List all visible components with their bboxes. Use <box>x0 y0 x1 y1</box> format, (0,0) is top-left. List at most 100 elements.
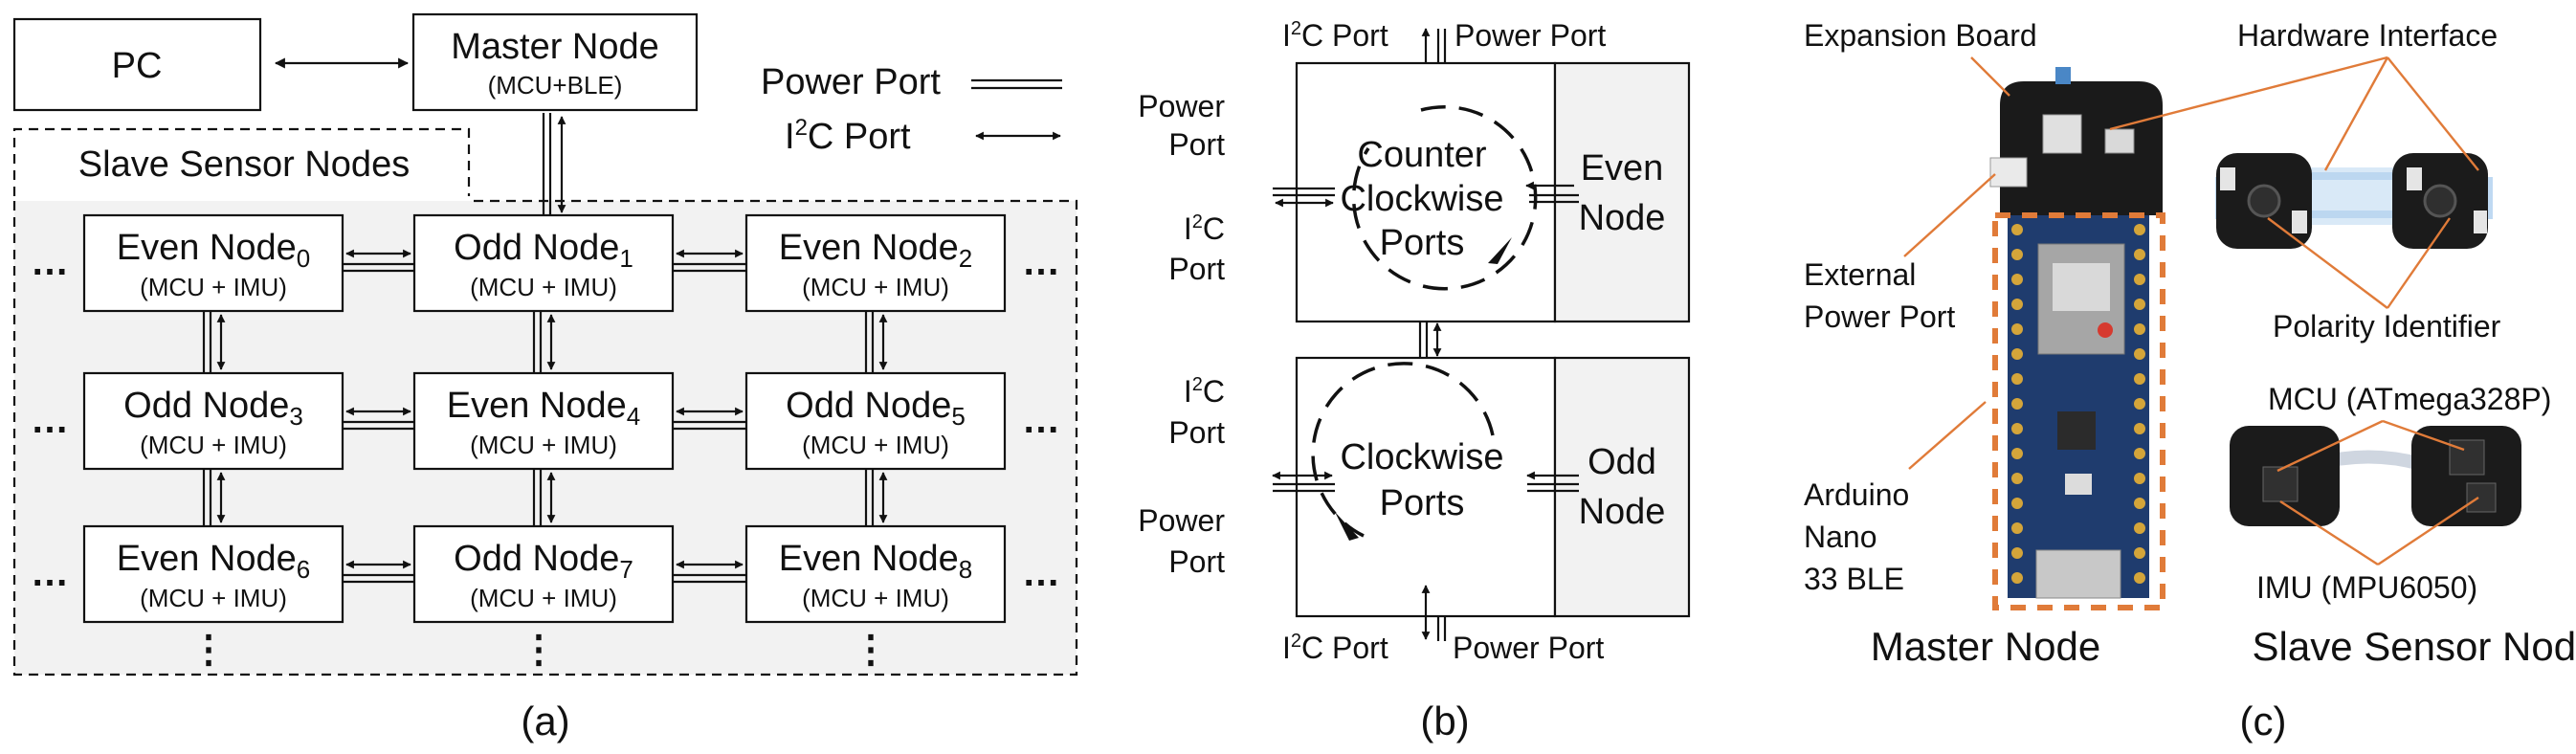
panel-b: I2C Port Power Port Even Node Power Port… <box>1138 18 1691 743</box>
left-i2c-label-bottom: I2C <box>1184 374 1225 409</box>
ellipsis-left: … <box>31 552 69 594</box>
master-node-caption: Master Node <box>1871 624 2100 669</box>
left-port-label-bottom: Port <box>1168 415 1225 450</box>
cw-arrowhead <box>1335 512 1359 541</box>
panel-a: PC Master Node (MCU+BLE) Power Port I2C … <box>12 12 1078 743</box>
link-v <box>202 469 226 526</box>
slave-node-sub: (MCU + IMU) <box>140 273 287 301</box>
pin <box>2134 299 2145 310</box>
pin <box>2134 572 2145 584</box>
slave-node-title: Odd Node7 <box>454 539 633 584</box>
slave-node-sub: (MCU + IMU) <box>470 584 617 612</box>
ellipsis-down: ⋮ <box>189 629 228 671</box>
pin <box>2134 423 2145 434</box>
slave-node-title: Odd Node3 <box>123 386 303 431</box>
counter-label: Counter <box>1357 135 1487 175</box>
slave-node-6: Even Node6(MCU + IMU) <box>82 524 344 624</box>
ports-label-top: Ports <box>1380 223 1465 263</box>
pin <box>2134 348 2145 360</box>
even-node-left-box <box>1295 61 1557 323</box>
link-v <box>864 469 888 526</box>
slave-node-sub: (MCU + IMU) <box>802 431 949 459</box>
pin <box>2011 547 2023 559</box>
bottom-i2c-port-label: I2C Port <box>1282 631 1388 665</box>
pin <box>2134 249 2145 260</box>
ccw-arrowhead <box>1488 237 1512 264</box>
top-i2c-port-label: I2C Port <box>1282 18 1388 53</box>
expansion-board-label: Expansion Board <box>1804 18 2037 53</box>
legend-power-label: Power Port <box>761 62 941 102</box>
ellipsis-down: ⋮ <box>520 629 558 671</box>
pin <box>2011 224 2023 235</box>
pin <box>2011 398 2023 410</box>
pin <box>2011 274 2023 285</box>
ellipsis-left: … <box>31 241 69 283</box>
arduino-board-photo <box>1989 67 2165 610</box>
hardware-interface-label: Hardware Interface <box>2237 18 2498 53</box>
pin <box>2134 448 2145 459</box>
pin <box>2134 547 2145 559</box>
slave-node-title: Even Node6 <box>117 539 310 584</box>
slave-node-sub: (MCU + IMU) <box>470 273 617 301</box>
arduino-label-3: 33 BLE <box>1804 562 1904 596</box>
slave-node-title: Odd Node1 <box>454 228 633 273</box>
pin <box>2011 473 2023 484</box>
bottom-power-port-label: Power Port <box>1453 631 1604 665</box>
counter-clockwise-circle <box>1351 104 1538 291</box>
slave-node-3: Odd Node3(MCU + IMU) <box>82 371 344 471</box>
slave-node-sub: (MCU + IMU) <box>140 584 287 612</box>
legend: Power Port I2C Port <box>761 62 1062 157</box>
link-h <box>673 249 746 273</box>
slave-nodes-caption: Slave Sensor Nodes <box>2253 624 2576 669</box>
slave-node-pair-top <box>2215 153 2493 249</box>
link-v <box>532 469 556 526</box>
even-label: Even <box>1581 148 1664 188</box>
panel-c: Expansion Board Hardware Interface Exter… <box>1804 18 2576 743</box>
pin <box>2011 249 2023 260</box>
ellipsis-down: ⋮ <box>852 629 890 671</box>
slave-node-title: Even Node2 <box>779 228 972 273</box>
left-power-label-top: Power <box>1138 89 1225 123</box>
pin <box>2011 448 2023 459</box>
link-h <box>673 560 746 584</box>
pin <box>2011 498 2023 509</box>
pin <box>2134 473 2145 484</box>
slave-node-5: Odd Node5(MCU + IMU) <box>744 371 1007 471</box>
ellipsis-right: … <box>1022 552 1060 594</box>
pin <box>2011 299 2023 310</box>
master-node-title: Master Node <box>451 27 659 67</box>
slave-node-7: Odd Node7(MCU + IMU) <box>412 524 675 624</box>
pc-label: PC <box>112 46 163 86</box>
master-slave-link <box>542 113 566 215</box>
slave-node-title: Odd Node5 <box>786 386 966 431</box>
slave-node-4: Even Node4(MCU + IMU) <box>412 371 675 471</box>
slave-node-8: Even Node8(MCU + IMU) <box>744 524 1007 624</box>
legend-i2c-label: I2C Port <box>785 115 911 157</box>
external-power-port-label: Power Port <box>1804 299 1955 334</box>
external-label: External <box>1804 257 1916 292</box>
slave-node-2: Even Node2(MCU + IMU) <box>744 213 1007 313</box>
pin <box>2011 348 2023 360</box>
pin <box>2134 373 2145 385</box>
ports-label-bottom: Ports <box>1380 483 1465 523</box>
link-h <box>343 249 414 273</box>
pin <box>2134 398 2145 410</box>
ellipsis-left: … <box>31 399 69 441</box>
slave-node-title: Even Node4 <box>447 386 640 431</box>
link-h <box>673 407 746 431</box>
slave-node-title: Even Node8 <box>779 539 972 584</box>
link-v <box>864 311 888 373</box>
odd-node-label: Node <box>1579 492 1666 532</box>
slave-region-title: Slave Sensor Nodes <box>78 144 410 185</box>
link-h <box>343 407 414 431</box>
link-h <box>343 560 414 584</box>
polarity-identifier-label: Polarity Identifier <box>2273 309 2501 344</box>
pin <box>2134 224 2145 235</box>
slave-node-sub: (MCU + IMU) <box>140 431 287 459</box>
clockwise-circle <box>1311 362 1495 538</box>
arduino-label-2: Nano <box>1804 520 1877 554</box>
caption-c: (c) <box>2240 699 2287 743</box>
pc-block: PC <box>12 17 262 112</box>
caption-a: (a) <box>521 699 569 743</box>
pin <box>2134 323 2145 335</box>
